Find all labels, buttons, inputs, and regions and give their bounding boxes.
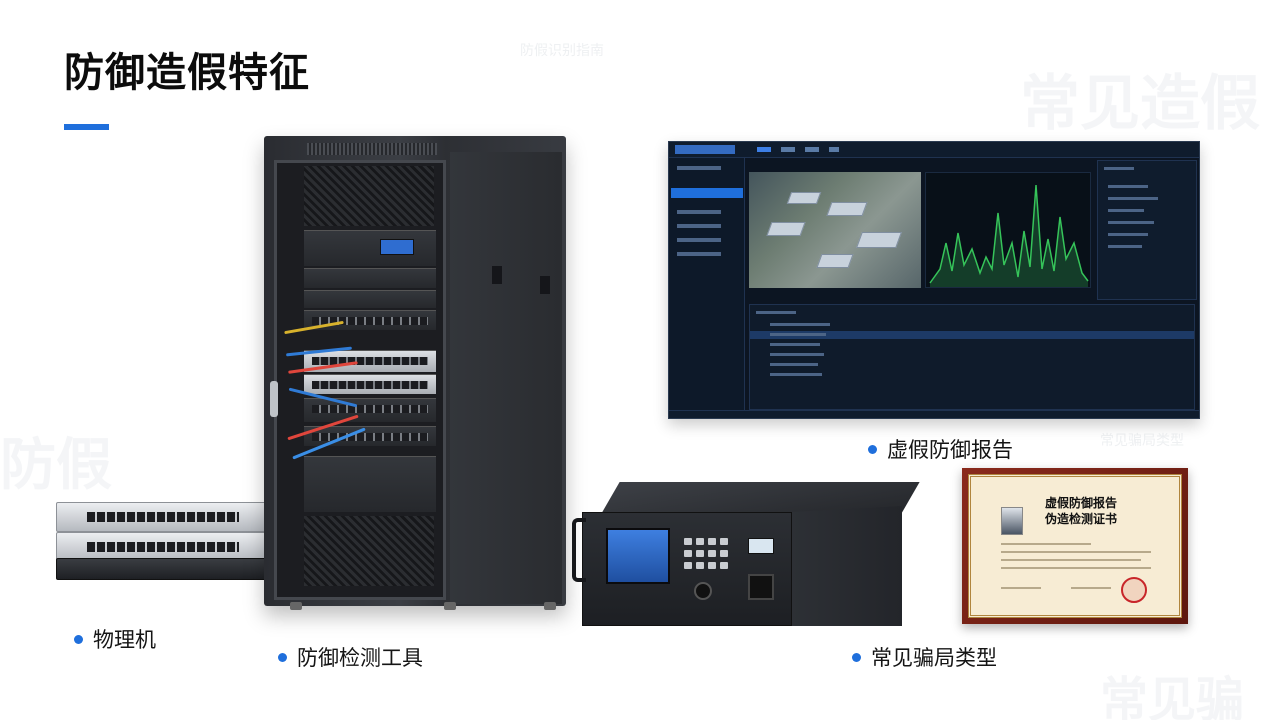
dot-icon	[852, 652, 861, 662]
testing-device-icon	[572, 482, 920, 630]
software-screenshot	[668, 141, 1200, 419]
dot-icon	[74, 634, 83, 644]
watermark-text: 常见造假	[1020, 69, 1260, 139]
certificate-icon: 虚假防御报告 伪造检测证书	[962, 468, 1188, 624]
caption-common-scams: 常见骗局类型	[852, 642, 997, 672]
certificate-photo	[1001, 507, 1023, 535]
dot-icon	[278, 652, 287, 662]
switch-unit	[56, 532, 270, 562]
page-title: 防御造假特征	[64, 50, 310, 96]
caption-text: 防御检测工具	[297, 646, 423, 670]
certificate-title: 虚假防御报告 伪造检测证书	[1045, 496, 1118, 526]
watermark-text: 常见骗	[1100, 672, 1245, 720]
network-switch-icon	[56, 488, 270, 584]
caption-detection-tool: 防御检测工具	[278, 642, 423, 672]
seal-icon	[1121, 577, 1147, 603]
spectrum-chart	[929, 184, 1089, 287]
watermark-text: 常见骗局类型	[1100, 433, 1184, 449]
caption-text: 常见骗局类型	[871, 646, 997, 670]
caption-physical-machine: 物理机	[74, 624, 156, 654]
switch-unit	[56, 502, 270, 532]
caption-text: 虚假防御报告	[887, 438, 1013, 462]
caption-text: 物理机	[93, 628, 156, 652]
switch-unit	[56, 558, 270, 580]
title-underline	[64, 124, 109, 130]
server-rack-icon	[264, 136, 566, 626]
dot-icon	[868, 444, 877, 454]
caption-fake-report: 虚假防御报告	[868, 434, 1013, 464]
watermark-text: 防假识别指南	[520, 43, 604, 59]
